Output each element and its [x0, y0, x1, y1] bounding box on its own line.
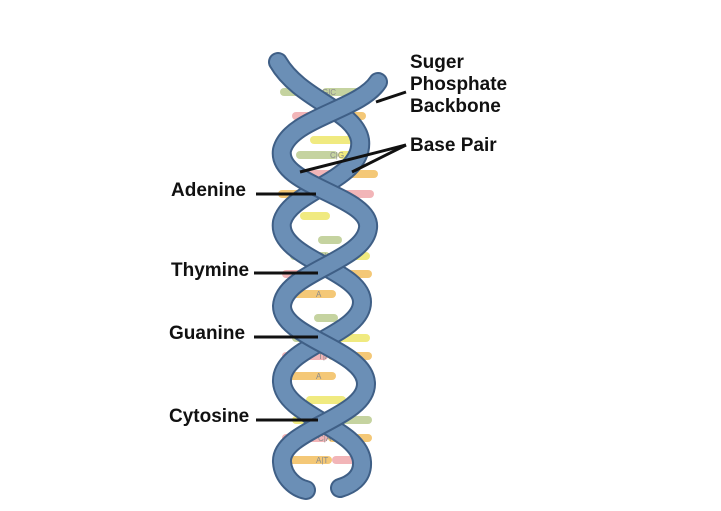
adenine-label: Adenine: [171, 180, 246, 201]
pointer-lines: [254, 90, 407, 422]
backbone-label-line-2: Phosphate: [410, 73, 508, 95]
base-pair-rung: [284, 456, 332, 464]
base-pair-letter: A: [316, 290, 322, 299]
base-pair-rung: [300, 212, 330, 220]
base-pair-letter: A|T: [316, 456, 328, 465]
backbone-label-line-3: Backbone: [410, 95, 501, 117]
base-pair-pointer-2: [351, 143, 407, 174]
base-pair-letter: C|G: [330, 151, 344, 160]
base-pair-rung: [314, 314, 338, 322]
sugar-phosphate-backbone-label: Suger Phosphate Backbone: [410, 52, 507, 118]
base-pair-rung: [318, 236, 342, 244]
sugar-phosphate-strands: [268, 52, 388, 500]
backbone-label-line-1: Suger: [410, 52, 464, 73]
base-pair-rung: [306, 396, 346, 404]
base-pair-rung: [296, 151, 338, 159]
base-pair-label: Base Pair: [410, 135, 497, 156]
base-pair-rung: [286, 372, 336, 380]
base-pair-letter: T|A: [318, 352, 331, 361]
base-pair-rung: [310, 136, 356, 144]
thymine-label: Thymine: [171, 260, 250, 281]
base-pair-letter: G|C: [322, 88, 336, 97]
base-pair-letter: C|A: [318, 434, 332, 443]
backbone-pointer: [375, 90, 407, 104]
base-pair-pointer-1: [299, 143, 407, 174]
base-pair-letter: A: [316, 372, 322, 381]
guanine-label: Guanine: [169, 323, 246, 344]
cytosine-label: Cytosine: [169, 406, 250, 427]
